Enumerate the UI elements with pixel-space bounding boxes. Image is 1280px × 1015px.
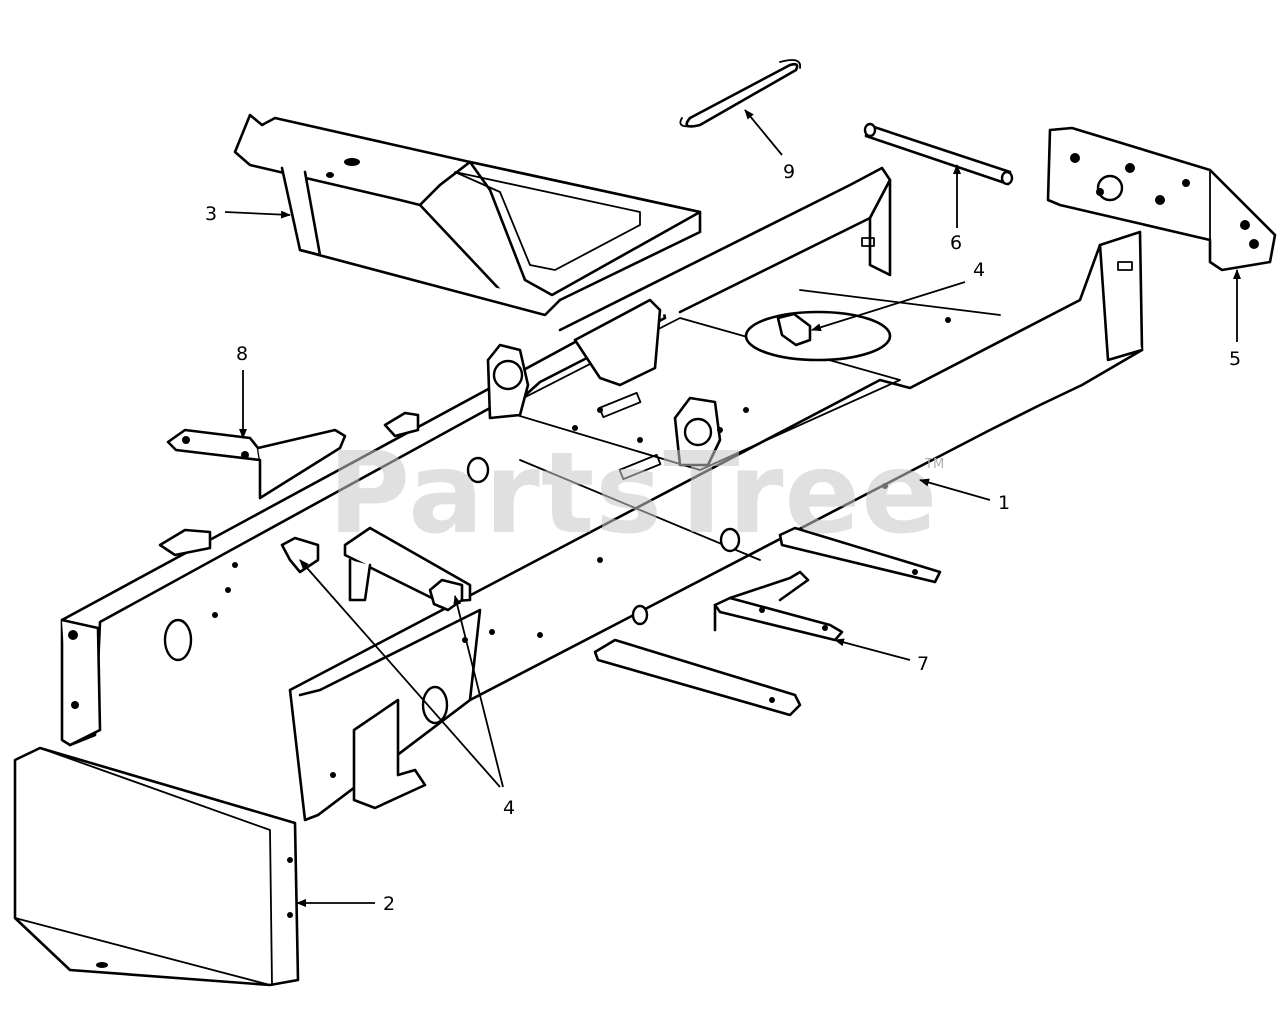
callout-8: 8 <box>236 343 248 365</box>
lower-mount-bars <box>593 526 942 717</box>
callout-2: 2 <box>383 893 395 915</box>
callout-9: 9 <box>783 161 795 183</box>
part-5-front-plate <box>1046 126 1277 272</box>
callout-4-bottom: 4 <box>503 797 515 819</box>
callout-6: 6 <box>950 232 962 254</box>
callout-4-top: 4 <box>973 259 985 281</box>
leader-lines <box>224 109 1241 907</box>
part-3-seat-support <box>233 113 702 317</box>
part-1-main-frame <box>60 166 1144 822</box>
callouts: 1 2 3 4 4 5 6 7 8 9 <box>205 161 1241 915</box>
watermark-trademark: TM <box>924 457 944 472</box>
part-2-front-shield <box>13 746 300 987</box>
callout-1: 1 <box>998 492 1010 514</box>
callout-5: 5 <box>1229 348 1241 370</box>
watermark-text: PartsTree <box>328 429 938 559</box>
callout-7: 7 <box>917 653 929 675</box>
part-7-bracket <box>713 570 844 642</box>
watermark: PartsTree TM <box>328 429 944 559</box>
callout-3: 3 <box>205 203 217 225</box>
part-9-hairpin-cotter <box>679 59 802 128</box>
part-6-rod <box>863 122 1014 186</box>
part-8-bracket <box>166 428 347 500</box>
